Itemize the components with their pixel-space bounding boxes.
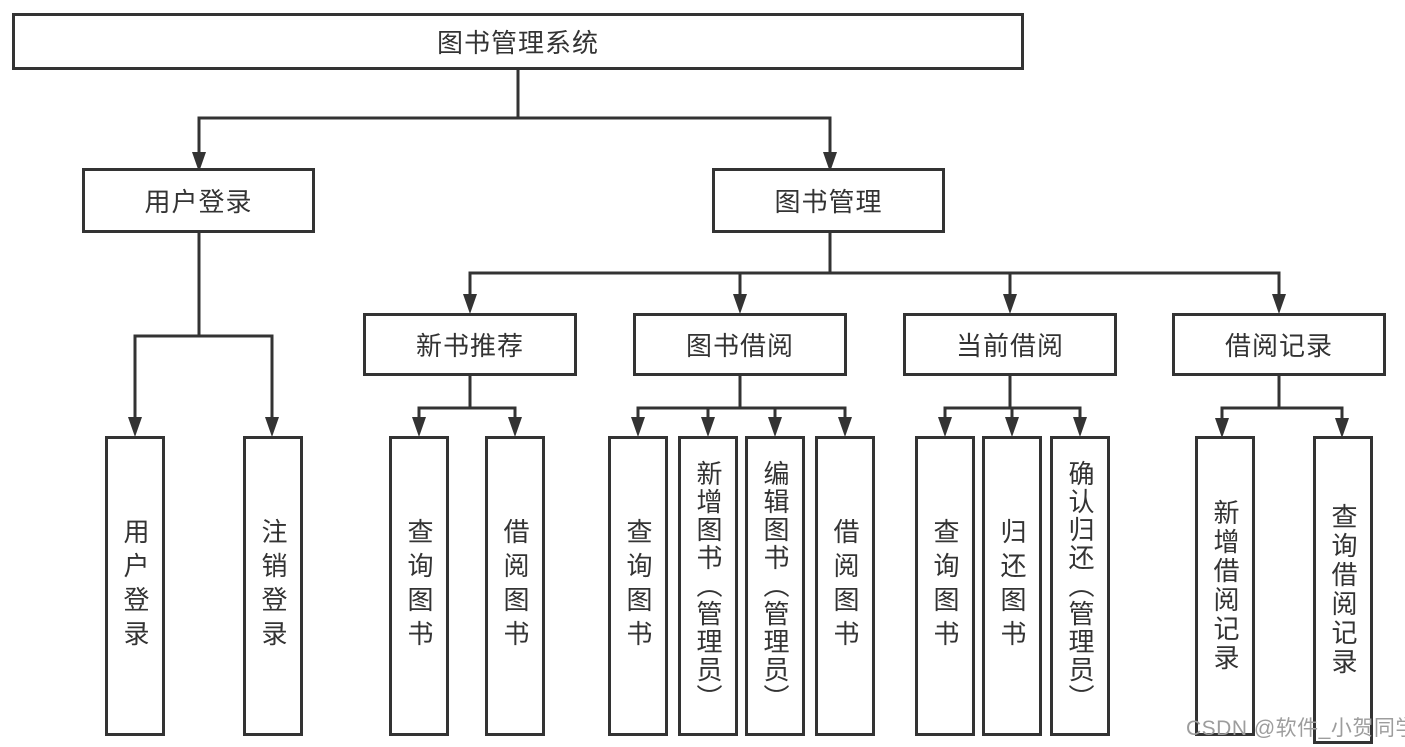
leaf-return-books: 归还图书 xyxy=(982,436,1042,736)
node-label: 用户登录 xyxy=(120,518,150,654)
node-label: 查询借阅记录 xyxy=(1328,503,1358,677)
leaf-borrow-books-borrowing: 借阅图书 xyxy=(815,436,875,736)
node-book-borrowing: 图书借阅 xyxy=(633,313,847,376)
leaf-query-books-borrowing: 查询图书 xyxy=(608,436,668,736)
node-current-borrowing: 当前借阅 xyxy=(903,313,1117,376)
leaf-logout: 注销登录 xyxy=(243,436,303,736)
edge-records-fork xyxy=(1220,376,1344,420)
leaf-edit-books-admin: 编辑图书（管理员） xyxy=(745,436,805,736)
edge-bookmgmt-fork xyxy=(468,271,1281,296)
arrowheads xyxy=(128,152,1349,438)
node-label: 用户登录 xyxy=(144,187,253,217)
leaf-query-books-recommend: 查询图书 xyxy=(389,436,449,736)
leaf-user-login: 用户登录 xyxy=(105,436,165,736)
edge-root-fork xyxy=(197,116,832,154)
edge-bookborrow-fork xyxy=(636,376,847,419)
node-label: 查询图书 xyxy=(404,518,434,654)
node-label: 查询图书 xyxy=(623,518,653,654)
node-label: 图书管理系统 xyxy=(436,28,599,58)
node-label: 新增图书（管理员） xyxy=(693,460,723,712)
node-root: 图书管理系统 xyxy=(12,13,1024,70)
edge-userlogin-fork xyxy=(133,334,274,419)
node-label: 图书借阅 xyxy=(685,331,794,361)
node-label: 查询图书 xyxy=(930,518,960,654)
edge-newbooks-fork xyxy=(417,376,517,419)
leaf-query-books-current: 查询图书 xyxy=(915,436,975,736)
node-user-login: 用户登录 xyxy=(82,168,315,233)
node-label: 归还图书 xyxy=(997,518,1027,654)
node-book-management: 图书管理 xyxy=(712,168,945,233)
node-label: 当前借阅 xyxy=(955,331,1064,361)
node-label: 借阅记录 xyxy=(1224,331,1333,361)
node-label: 新增借阅记录 xyxy=(1210,499,1240,673)
node-label: 确认归还（管理员） xyxy=(1065,460,1095,712)
node-borrow-records: 借阅记录 xyxy=(1172,313,1386,376)
node-label: 图书管理 xyxy=(774,187,883,217)
node-label: 注销登录 xyxy=(258,518,288,654)
node-label: 借阅图书 xyxy=(830,518,860,654)
leaf-query-borrow-record: 查询借阅记录 xyxy=(1313,436,1373,744)
node-label: 编辑图书（管理员） xyxy=(760,460,790,712)
leaf-add-borrow-record: 新增借阅记录 xyxy=(1195,436,1255,736)
edge-currentborrow-fork xyxy=(943,376,1082,419)
csdn-watermark: CSDN @软件_小贺同学 xyxy=(1186,717,1405,740)
node-label: 新书推荐 xyxy=(415,331,524,361)
leaf-borrow-books-recommend: 借阅图书 xyxy=(485,436,545,736)
leaf-confirm-return-admin: 确认归还（管理员） xyxy=(1050,436,1110,736)
node-new-book-recommend: 新书推荐 xyxy=(363,313,577,376)
node-label: 借阅图书 xyxy=(500,518,530,654)
leaf-add-books-admin: 新增图书（管理员） xyxy=(678,436,738,736)
